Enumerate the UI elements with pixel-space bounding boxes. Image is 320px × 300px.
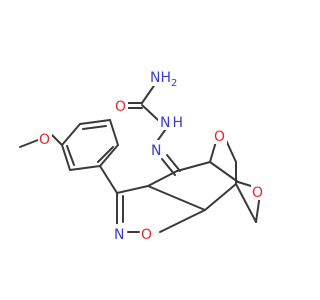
ring-oxygen-label: O (252, 185, 263, 201)
isoxazoline-nitrogen-label: N (114, 227, 124, 243)
bond-c3a-c3 (116, 185, 149, 194)
bond-ar-6-1 (99, 144, 119, 167)
bridge-oxygen-label: O (214, 129, 225, 145)
bond-c5-c6 (209, 161, 239, 183)
bond-c6-ring-o (237, 181, 252, 187)
bond-ar-3-4 (61, 123, 81, 146)
bond-ome-ch3 (19, 139, 39, 148)
bond-c8a-c3a (147, 185, 206, 211)
isoxazoline-oxygen-label: O (141, 227, 152, 243)
bond-ar-4-5 (79, 119, 111, 125)
bond-c7-c8 (235, 183, 257, 223)
bond-ar-inner-b (82, 125, 107, 130)
bond-ar-5-6 (109, 119, 119, 146)
bond-c-n-double-a (166, 154, 181, 172)
bonds (19, 79, 261, 233)
hydrazone-nitrogen-label: N (151, 143, 161, 159)
bond-c4-c5 (176, 161, 211, 172)
bond-c3-aryl (99, 165, 118, 194)
bond-ar-1-2 (69, 165, 101, 171)
bond-ar-inner-c (97, 146, 114, 163)
bond-c-nh (141, 104, 159, 121)
amine-label: NH2 (150, 70, 177, 89)
bond-c4-c3a (147, 170, 178, 187)
bond-ar-ome (51, 134, 63, 146)
carbonyl-oxygen-label: O (115, 99, 126, 115)
bond-c8-c8a (204, 183, 237, 211)
bond-ar-inner-a (66, 145, 75, 166)
methoxy-oxygen-label: O (39, 132, 50, 148)
bond-ar-2-3 (61, 144, 71, 171)
bond-o-c8a (159, 209, 206, 233)
